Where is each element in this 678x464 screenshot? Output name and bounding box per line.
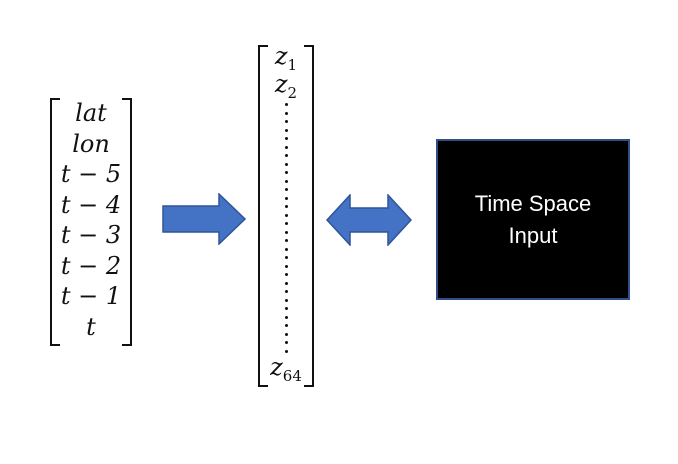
latent-vector: z1 z2 z64: [258, 42, 314, 387]
ellipsis-dot: [284, 247, 288, 251]
input-entry-lat: lat: [75, 99, 107, 127]
ellipsis-dot: [284, 239, 288, 243]
ellipsis-dot: [284, 290, 288, 294]
ellipsis-dot: [284, 281, 288, 285]
ellipsis-dot: [284, 350, 288, 353]
ellipsis-dot: [284, 205, 288, 209]
input-vector-left-bracket: [50, 98, 60, 346]
ellipsis-dot: [284, 137, 288, 141]
latent-vector-right-bracket: [304, 45, 314, 387]
input-vector-right-bracket: [122, 98, 132, 346]
double-arrow: [326, 194, 412, 246]
latent-entry-last: z64: [270, 353, 302, 385]
latent-vector-left-bracket: [258, 45, 268, 387]
input-vector: lat lon t − 5 t − 4 t − 3 t − 2 t − 1 t: [50, 98, 132, 346]
input-entry-lon: lon: [72, 129, 110, 158]
ellipsis-dot: [284, 256, 288, 260]
input-entry-t-minus-4: t − 4: [60, 190, 122, 219]
input-vector-entries: lat lon t − 5 t − 4 t − 3 t − 2 t − 1 t: [50, 98, 132, 346]
input-entry-t: t: [86, 312, 96, 341]
ellipsis-dot: [284, 111, 288, 115]
latent-entry-first: z1: [274, 42, 298, 74]
ellipsis-dot: [284, 171, 288, 175]
double-arrow-icon: [326, 194, 412, 246]
ellipsis-dot: [284, 154, 288, 158]
ellipsis-dot: [284, 145, 288, 149]
ellipsis-dot: [284, 213, 288, 217]
latent-entry-second: z2: [274, 70, 298, 102]
ellipsis-dot: [284, 188, 288, 192]
input-entry-t-minus-3: t − 3: [60, 221, 122, 249]
input-entry-t-minus-2: t − 2: [60, 251, 122, 280]
time-space-input-box: Time Space Input: [436, 139, 630, 300]
ellipsis-dot: [284, 273, 288, 277]
ellipsis-dot: [284, 128, 288, 132]
ellipsis-dot: [284, 307, 288, 311]
right-arrow-icon: [162, 193, 246, 245]
ellipsis-dot: [284, 196, 288, 200]
right-arrow: [162, 193, 246, 245]
ellipsis-dot: [284, 264, 288, 268]
ellipsis-dot: [284, 332, 288, 336]
input-entry-t-minus-1: t − 1: [60, 282, 122, 310]
time-space-input-label: Time Space Input: [474, 190, 592, 248]
ellipsis-dot: [284, 230, 288, 234]
ellipsis-dot: [284, 315, 288, 319]
ellipsis-dot: [284, 341, 288, 345]
ellipsis-dot: [284, 179, 288, 183]
ellipsis-dot: [284, 298, 288, 302]
latent-vector-ellipsis: [258, 103, 314, 353]
ellipsis-dot: [284, 120, 288, 124]
ellipsis-dot: [284, 103, 288, 106]
ellipsis-dot: [284, 222, 288, 226]
ellipsis-dot: [284, 162, 288, 166]
input-entry-t-minus-5: t − 5: [60, 160, 122, 188]
ellipsis-dot: [284, 324, 288, 328]
